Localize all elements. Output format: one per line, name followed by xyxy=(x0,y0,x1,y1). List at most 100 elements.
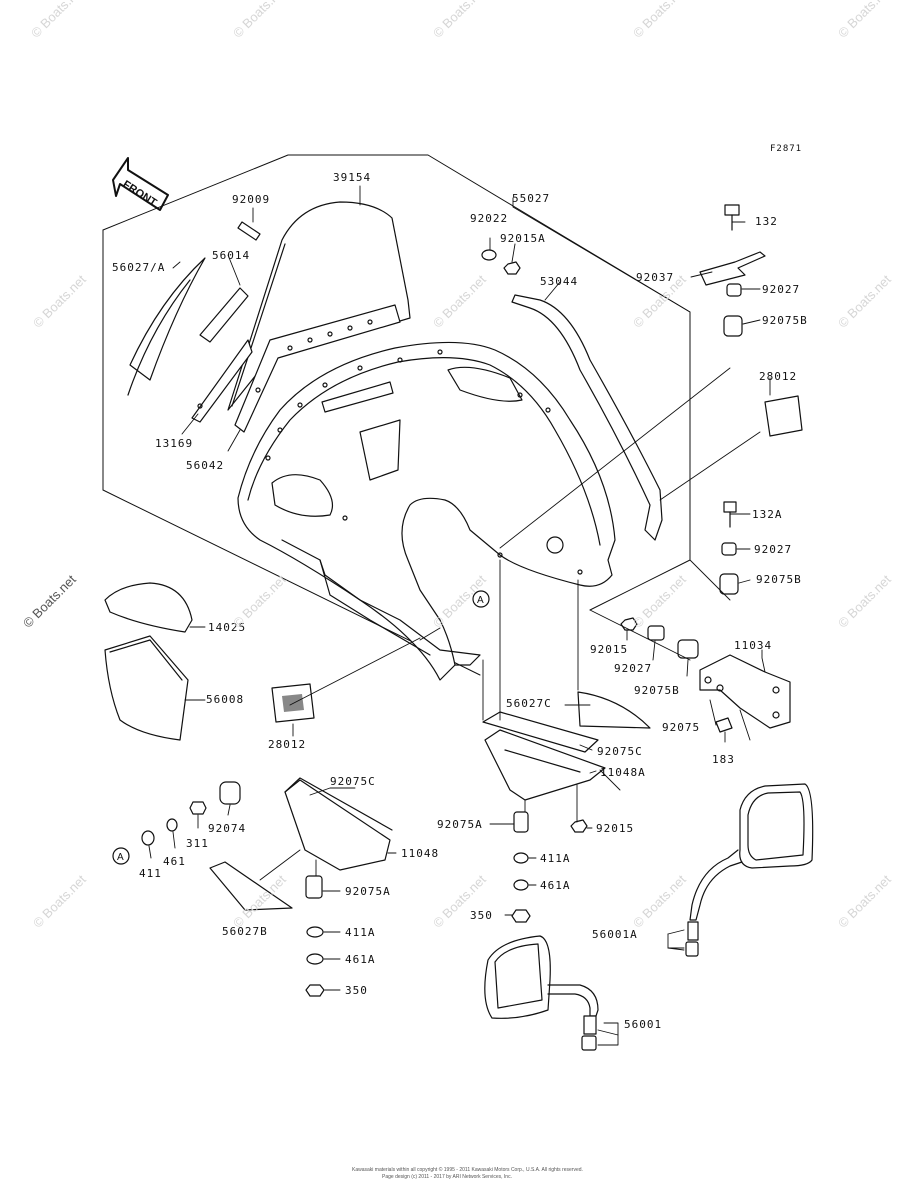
nut-92015-low xyxy=(570,819,588,833)
molding-56042 xyxy=(234,304,401,433)
part-label-92037: 92037 xyxy=(636,271,675,284)
part-label-92027-low: 92027 xyxy=(614,662,653,675)
mirror-56001 xyxy=(484,935,599,1051)
washer-411A-right xyxy=(513,852,529,864)
mount-92074 xyxy=(219,781,241,805)
part-label-92015A-top: 92015A xyxy=(500,232,546,245)
leader-lines xyxy=(148,185,771,1046)
decal-56027B xyxy=(209,861,293,911)
bracket-11048A xyxy=(484,729,606,801)
part-label-92075B-top: 92075B xyxy=(762,314,808,327)
cover-14025 xyxy=(104,582,193,633)
mirror-56001A xyxy=(685,783,814,957)
washer-461 xyxy=(166,818,178,832)
part-label-56027A: 56027/A xyxy=(112,261,166,274)
nut-311 xyxy=(189,801,207,815)
part-label-411A-right: 411A xyxy=(540,852,571,865)
washer-92022 xyxy=(481,249,497,261)
part-label-56042: 56042 xyxy=(186,459,225,472)
part-label-92075B-low: 92075B xyxy=(634,684,680,697)
washer-411 xyxy=(141,830,155,846)
svg-text:A: A xyxy=(117,852,124,863)
part-label-28012-left: 28012 xyxy=(268,738,307,751)
part-label-13169: 13169 xyxy=(155,437,194,450)
part-label-461: 461 xyxy=(163,855,186,868)
bolt-132A xyxy=(723,501,737,528)
part-label-92075A-left: 92075A xyxy=(345,885,391,898)
washer-461A-right xyxy=(513,879,529,891)
clip-92037 xyxy=(699,251,766,286)
part-label-56027B: 56027B xyxy=(222,925,268,938)
part-label-461A-right: 461A xyxy=(540,879,571,892)
part-label-53044: 53044 xyxy=(540,275,579,288)
part-label-11048: 11048 xyxy=(401,847,440,860)
part-label-132A: 132A xyxy=(752,508,783,521)
part-label-28012-right: 28012 xyxy=(759,370,798,383)
callout-a-top: A xyxy=(472,590,490,608)
part-label-92022: 92022 xyxy=(470,212,509,225)
cowl-55027 xyxy=(237,341,616,681)
part-label-461A-left: 461A xyxy=(345,953,376,966)
grommet-92075B-low xyxy=(677,639,699,659)
mount-92075A-left xyxy=(305,875,323,899)
grommet-92075B-mid xyxy=(719,573,739,595)
part-label-132: 132 xyxy=(755,215,778,228)
screw-92009 xyxy=(237,221,261,241)
bolt-132 xyxy=(724,204,740,231)
part-label-411: 411 xyxy=(139,867,162,880)
grommet-92027-mid xyxy=(721,542,737,556)
footer-page-design: Page design (c) 2011 - 2017 by ARI Netwo… xyxy=(382,1174,512,1180)
nut-350-right xyxy=(511,909,531,923)
part-label-11034: 11034 xyxy=(734,639,773,652)
part-label-39154: 39154 xyxy=(333,171,372,184)
part-label-92075: 92075 xyxy=(662,721,701,734)
bracket-11048 xyxy=(284,777,393,871)
part-label-92075C-left: 92075C xyxy=(330,775,376,788)
part-label-92075C-right: 92075C xyxy=(597,745,643,758)
part-label-56014: 56014 xyxy=(212,249,251,262)
part-label-92027-mid: 92027 xyxy=(754,543,793,556)
grommet-92075B-top xyxy=(723,315,743,337)
part-label-350-left: 350 xyxy=(345,984,368,997)
part-label-92015-low: 92015 xyxy=(596,822,635,835)
part-label-411A-left: 411A xyxy=(345,926,376,939)
part-label-56001A: 56001A xyxy=(592,928,638,941)
bag-56008 xyxy=(104,635,189,741)
washer-411A-left xyxy=(306,926,324,938)
part-label-92009: 92009 xyxy=(232,193,271,206)
plate-92075C-right xyxy=(482,711,599,753)
washer-461A-left xyxy=(306,953,324,965)
part-label-92075B-mid: 92075B xyxy=(756,573,802,586)
screw-183 xyxy=(715,717,733,733)
grommet-92027-top xyxy=(726,283,742,297)
decal-28012-right xyxy=(764,395,803,437)
decal-56027A xyxy=(127,257,206,396)
decal-56027C xyxy=(577,691,651,729)
grommet-92027-low xyxy=(647,625,665,641)
part-label-92075A-right: 92075A xyxy=(437,818,483,831)
part-label-11048A: 11048A xyxy=(600,766,646,779)
nut-92015A xyxy=(503,261,521,275)
part-label-92074: 92074 xyxy=(208,822,247,835)
bracket-11034 xyxy=(699,654,791,729)
part-label-92015-mid: 92015 xyxy=(590,643,629,656)
part-label-92027-top: 92027 xyxy=(762,283,801,296)
callout-a-bottom: A xyxy=(112,847,130,865)
part-label-14025: 14025 xyxy=(208,621,247,634)
nut-350-left xyxy=(305,984,325,997)
part-label-55027: 55027 xyxy=(512,192,551,205)
part-label-56008: 56008 xyxy=(206,693,245,706)
trim-56014 xyxy=(199,287,249,343)
front-arrow-icon: FRONT xyxy=(112,157,169,211)
part-label-311: 311 xyxy=(186,837,209,850)
part-label-56027C: 56027C xyxy=(506,697,552,710)
part-label-56001: 56001 xyxy=(624,1018,663,1031)
svg-text:A: A xyxy=(477,595,484,606)
part-label-350-right: 350 xyxy=(470,909,493,922)
part-label-183: 183 xyxy=(712,753,735,766)
footer-copyright: Kawasaki materials within all copyright … xyxy=(352,1167,583,1173)
bracket-13169 xyxy=(191,339,253,423)
strip-53044 xyxy=(511,294,663,541)
mount-92075A-right xyxy=(513,811,529,833)
